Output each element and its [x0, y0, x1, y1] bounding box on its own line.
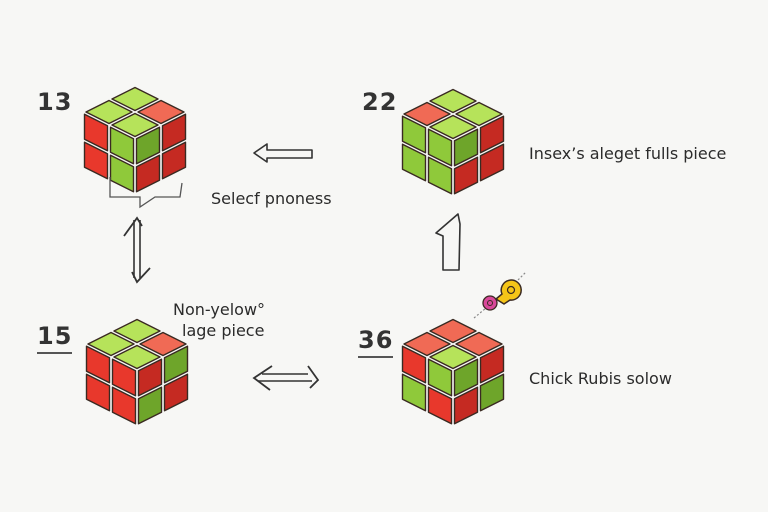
connector-bracket [109, 177, 183, 209]
cubie-top-face [455, 331, 503, 357]
cubie-top-face [403, 331, 451, 357]
cube-step-13 [83, 86, 187, 193]
cubie-left-face [85, 345, 111, 384]
cubie-left-face [401, 373, 427, 412]
arrow-up-hollow-icon [435, 213, 461, 271]
cubie-top-face [403, 101, 451, 127]
cubie-top-face [429, 318, 477, 344]
step-22-label: Insex’s aleget fulls piece [529, 144, 727, 163]
cubie-top-face [113, 344, 161, 370]
cubie-top-face [85, 99, 133, 125]
cubie-top-face [113, 318, 161, 344]
step-number-22: 22 [362, 88, 398, 116]
cubie-left-face [427, 386, 453, 425]
key-ornament-icon [473, 271, 527, 319]
cubie-top-face [455, 101, 503, 127]
non-yellow-caption-line2: lage piece [182, 321, 265, 340]
cubie-top-face [111, 86, 159, 112]
cubie-right-face [161, 141, 187, 180]
cubie-top-face [87, 331, 135, 357]
cubie-left-face [427, 156, 453, 195]
cubie-right-face [479, 373, 505, 412]
cubie-top-face [139, 331, 187, 357]
non-yellow-caption-line1: Non-yelow° [173, 300, 266, 319]
cubie-top-face [111, 112, 159, 138]
cubie-left-face [401, 345, 427, 384]
cubie-right-face [161, 113, 187, 152]
step-number-13: 13 [37, 88, 73, 116]
select-caption: Selecf pnoness [211, 189, 332, 208]
cubie-top-face [429, 88, 477, 114]
cubie-right-face [137, 386, 163, 425]
cubie-top-face [429, 114, 477, 140]
cubie-left-face [83, 141, 109, 180]
cubie-right-face [453, 156, 479, 195]
cubie-left-face [427, 358, 453, 397]
pink-bead [482, 295, 498, 311]
arrow-left-hollow-icon [253, 143, 313, 163]
cube-step-22 [401, 88, 505, 195]
cubie-left-face [401, 143, 427, 182]
cubie-right-face [453, 386, 479, 425]
cubie-right-face [479, 345, 505, 384]
cubie-left-face [111, 358, 137, 397]
cube-step-15 [85, 318, 189, 425]
cubie-top-face [137, 99, 185, 125]
cubie-left-face [427, 128, 453, 167]
cubie-right-face [135, 154, 161, 193]
cubie-right-face [163, 373, 189, 412]
cubie-right-face [453, 358, 479, 397]
cubie-right-face [135, 126, 161, 165]
cubie-right-face [137, 358, 163, 397]
arrow-left-double-icon [252, 365, 320, 391]
step-number-36: 36 [358, 326, 394, 358]
cubie-right-face [163, 345, 189, 384]
cube-step-36 [401, 318, 505, 425]
arrow-up-down-icon [123, 216, 151, 284]
cubie-right-face [479, 115, 505, 154]
cubie-top-face [429, 344, 477, 370]
cubie-right-face [479, 143, 505, 182]
cubie-left-face [83, 113, 109, 152]
cubie-left-face [111, 386, 137, 425]
cubie-left-face [85, 373, 111, 412]
cubie-left-face [109, 154, 135, 193]
cubie-left-face [401, 115, 427, 154]
cubie-right-face [453, 128, 479, 167]
step-36-label: Chick Rubis solow [529, 369, 672, 388]
step-number-15: 15 [37, 322, 73, 354]
cubie-left-face [109, 126, 135, 165]
